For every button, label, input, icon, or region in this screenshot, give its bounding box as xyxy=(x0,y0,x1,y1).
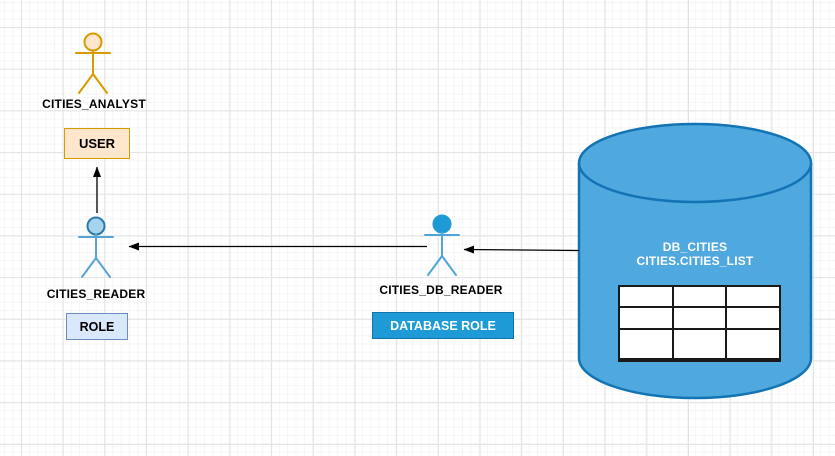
person-icon-cities-analyst[interactable] xyxy=(60,32,126,96)
person-head xyxy=(432,214,452,234)
table-cell xyxy=(672,329,727,359)
database-role-badge[interactable]: DATABASE ROLE xyxy=(372,312,514,339)
person-head xyxy=(86,216,106,236)
database-table-grid[interactable] xyxy=(618,285,781,362)
person-right-leg xyxy=(95,257,111,278)
connector-db-to-db-reader[interactable] xyxy=(463,245,580,254)
table-cell xyxy=(726,286,780,307)
person-left-leg xyxy=(427,255,443,276)
database-title: DB_CITIES CITIES.CITIES_LIST xyxy=(576,240,814,268)
person-left-leg xyxy=(81,257,97,278)
person-head xyxy=(83,32,103,52)
cylinder-top xyxy=(577,122,813,204)
person-right-leg xyxy=(441,255,457,276)
person-icon-cities-reader[interactable] xyxy=(63,216,129,280)
person-left-leg xyxy=(78,73,94,94)
database-name: DB_CITIES xyxy=(662,240,728,254)
table-cell xyxy=(726,329,780,359)
table-cell xyxy=(672,286,727,307)
database-table-path: CITIES.CITIES_LIST xyxy=(636,254,754,268)
table-cell xyxy=(672,307,727,329)
table-cell xyxy=(619,307,673,329)
actor-label-cities-analyst: CITIES_ANALYST xyxy=(42,97,146,111)
actor-label-cities-reader: CITIES_READER xyxy=(46,287,146,301)
table-cell xyxy=(619,286,673,307)
role-badge[interactable]: ROLE xyxy=(66,313,128,340)
actor-label-cities-db-reader: CITIES_DB_READER xyxy=(379,283,503,297)
user-badge[interactable]: USER xyxy=(64,128,130,159)
person-right-leg xyxy=(92,73,108,94)
table-cell xyxy=(619,329,673,359)
table-cell xyxy=(726,307,780,329)
person-icon-cities-db-reader[interactable] xyxy=(409,214,475,278)
